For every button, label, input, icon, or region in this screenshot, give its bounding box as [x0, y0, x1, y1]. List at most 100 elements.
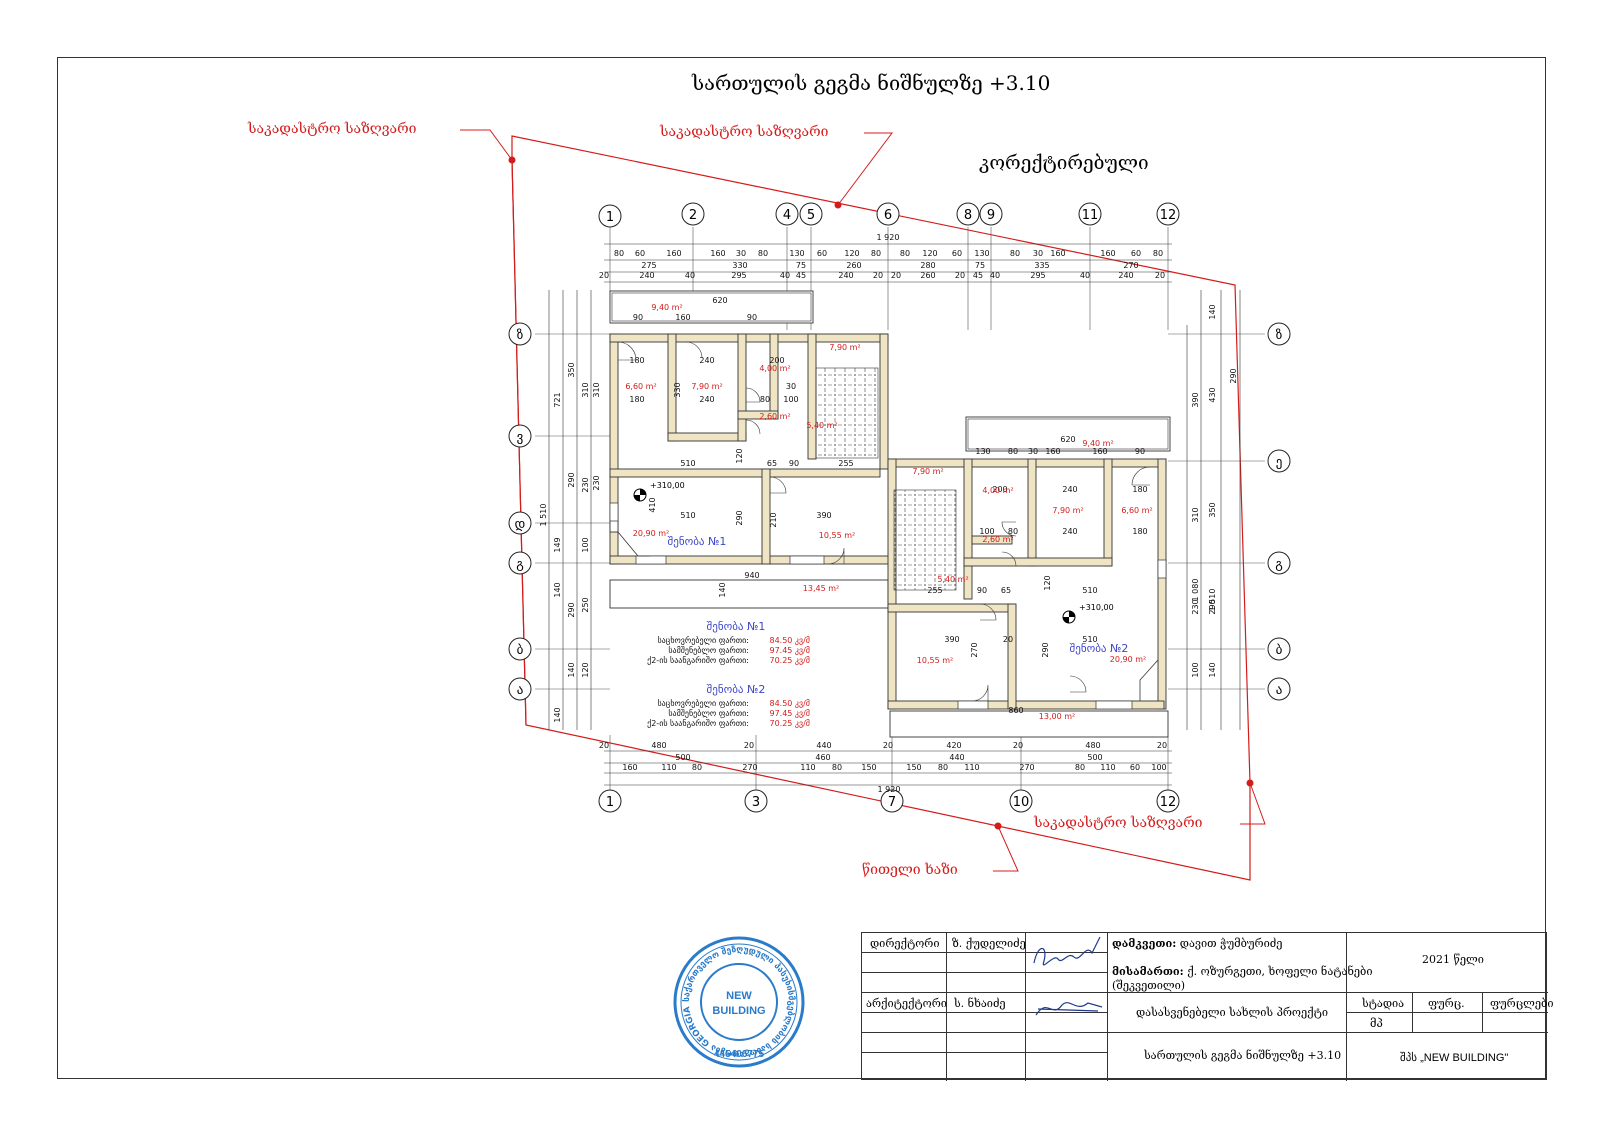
- svg-text:180: 180: [1132, 485, 1147, 494]
- svg-text:30: 30: [1033, 249, 1043, 258]
- svg-text:20: 20: [873, 271, 883, 280]
- svg-text:გ: გ: [1275, 557, 1283, 572]
- cadastral-boundary-label-bottom: საკადასტრო საზღვარი: [1034, 815, 1203, 831]
- svg-text:20,90 m²: 20,90 m²: [633, 529, 669, 538]
- svg-text:20: 20: [744, 741, 754, 750]
- revision-status: კორექტირებული: [979, 152, 1149, 174]
- svg-text:180: 180: [629, 356, 644, 365]
- svg-text:1 510: 1 510: [539, 504, 548, 527]
- svg-text:160: 160: [675, 313, 690, 322]
- svg-text:65: 65: [1001, 586, 1011, 595]
- svg-text:საცხოვრებელი ფართი:: საცხოვრებელი ფართი:: [658, 635, 750, 645]
- svg-text:1 920: 1 920: [877, 233, 900, 242]
- axis-bubble-right-g: გ: [1267, 551, 1291, 575]
- svg-text:45: 45: [796, 271, 806, 280]
- svg-text:260: 260: [846, 261, 861, 270]
- svg-text:280: 280: [920, 261, 935, 270]
- svg-text:240: 240: [838, 271, 853, 280]
- svg-text:80: 80: [1010, 249, 1020, 258]
- address-line-2: (შეკვეთილი): [1112, 979, 1186, 992]
- svg-text:130: 130: [974, 249, 989, 258]
- red-line-label: წითელი ხაზი: [862, 862, 958, 878]
- svg-text:გ: გ: [516, 557, 524, 572]
- svg-text:160: 160: [710, 249, 725, 258]
- svg-text:310: 310: [1191, 507, 1200, 522]
- svg-text:სამშენებლო ფართი:: სამშენებლო ფართი:: [668, 645, 749, 655]
- svg-text:260: 260: [920, 271, 935, 280]
- svg-text:120: 120: [735, 448, 744, 463]
- svg-text:20: 20: [1003, 635, 1013, 644]
- svg-text:200: 200: [769, 356, 784, 365]
- axis-bubble-top-4: 4: [775, 202, 799, 226]
- svg-text:80: 80: [1008, 527, 1018, 536]
- svg-text:120: 120: [581, 662, 590, 677]
- axis-bubble-right-a: ა: [1267, 677, 1291, 701]
- svg-text:230: 230: [581, 477, 590, 492]
- svg-text:80: 80: [614, 249, 624, 258]
- svg-text:70.25 კვ/მ: 70.25 კვ/მ: [769, 718, 810, 728]
- svg-text:ა: ა: [517, 683, 524, 698]
- svg-text:120: 120: [922, 249, 937, 258]
- svg-text:97.45 კვ/მ: 97.45 კვ/მ: [769, 708, 810, 718]
- svg-text:160: 160: [1045, 447, 1060, 456]
- svg-text:150: 150: [861, 763, 876, 772]
- svg-text:80: 80: [758, 249, 768, 258]
- architect-name: ს. ნხაიძე: [954, 997, 1006, 1010]
- svg-text:+310,00: +310,00: [1079, 603, 1114, 612]
- axis-bubble-right-e: ე: [1267, 449, 1291, 473]
- svg-text:390: 390: [1191, 392, 1200, 407]
- svg-text:295: 295: [1030, 271, 1045, 280]
- level-marker-unit-1: +310,00: [633, 481, 685, 502]
- drawing-name: სართულის გეგმა ნიშნულზე +3.10: [1144, 1049, 1342, 1062]
- room-area-labels: 9,40 m² 6,60 m² 7,90 m² 4,00 m² 2,60 m² …: [625, 303, 1152, 721]
- svg-text:80: 80: [938, 763, 948, 772]
- svg-text:270: 270: [1123, 261, 1138, 270]
- svg-text:80: 80: [832, 763, 842, 772]
- svg-text:9,40 m²: 9,40 m²: [651, 303, 682, 312]
- axis-bubble-top-9: 9: [979, 202, 1003, 226]
- svg-text:160: 160: [666, 249, 681, 258]
- axis-bubble-right-zh: ზ: [1267, 322, 1291, 346]
- svg-text:1 510: 1 510: [1208, 589, 1217, 612]
- svg-text:240: 240: [699, 395, 714, 404]
- svg-text:290: 290: [567, 472, 576, 487]
- svg-text:45: 45: [973, 271, 983, 280]
- area-summary-unit-2: შენობა №2 საცხოვრებელი ფართი: 84.50 კვ/მ…: [647, 683, 810, 728]
- terrace-unit-1: [609, 579, 889, 609]
- svg-text:10,55 m²: 10,55 m²: [917, 656, 953, 665]
- svg-text:620: 620: [1060, 435, 1075, 444]
- axis-bubble-left-v: ვ: [508, 424, 532, 448]
- svg-text:70.25 კვ/მ: 70.25 კვ/მ: [769, 655, 810, 665]
- svg-text:350: 350: [567, 362, 576, 377]
- svg-text:13,45 m²: 13,45 m²: [803, 584, 839, 593]
- svg-text:60: 60: [635, 249, 645, 258]
- svg-text:84.50 კვ/მ: 84.50 კვ/მ: [769, 698, 810, 708]
- director-role: დირექტორი: [870, 937, 940, 950]
- axis-bubble-top-2: 2: [681, 202, 705, 226]
- svg-text:330: 330: [673, 382, 682, 397]
- svg-text:180: 180: [629, 395, 644, 404]
- cadastral-boundary-label-top: საკადასტრო საზღვარი: [660, 124, 829, 140]
- svg-text:860: 860: [1008, 706, 1023, 715]
- svg-text:12: 12: [1160, 795, 1177, 810]
- sheet-label: ფურც.: [1428, 997, 1465, 1010]
- project-name: დასასვენებელი სახლის პროექტი: [1136, 1006, 1328, 1019]
- boundary-leaders: [460, 129, 1266, 872]
- svg-text:390: 390: [944, 635, 959, 644]
- svg-text:30: 30: [736, 249, 746, 258]
- svg-text:130: 130: [789, 249, 804, 258]
- walls-unit-1: [609, 333, 891, 565]
- svg-text:150: 150: [906, 763, 921, 772]
- svg-text:230: 230: [592, 475, 601, 490]
- svg-text:5: 5: [807, 208, 815, 223]
- axis-bubble-top-12: 12: [1156, 202, 1180, 226]
- svg-text:240: 240: [1062, 485, 1077, 494]
- axis-bubble-right-b: ბ: [1267, 637, 1291, 661]
- level-marker-unit-2: +310,00: [1062, 603, 1114, 624]
- svg-text:255: 255: [838, 459, 853, 468]
- svg-text:430: 430: [1208, 387, 1217, 402]
- svg-text:10: 10: [1013, 795, 1030, 810]
- svg-text:140: 140: [567, 662, 576, 677]
- svg-text:65: 65: [767, 459, 777, 468]
- axis-bubble-bottom-3: 3: [744, 789, 768, 813]
